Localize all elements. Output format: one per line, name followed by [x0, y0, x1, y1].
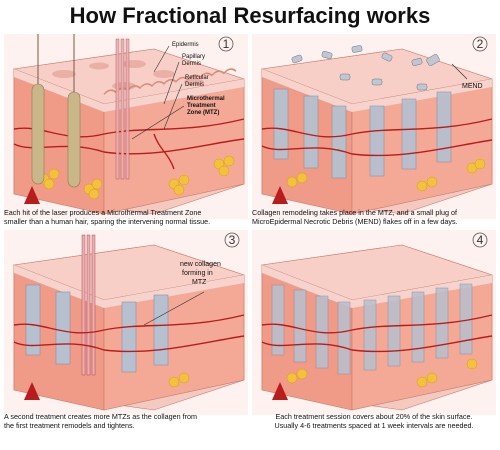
caption-1-line-2: smaller than a human hair, sparing the i… [4, 217, 211, 226]
panel-2: 2 MEND [252, 34, 496, 219]
label-mtz-3: Zone (MTZ) [187, 110, 219, 116]
caption-2-line-2: MicroEpidermal Necrotic Debris (MEND) fl… [252, 217, 458, 226]
caption-4: Each treatment session covers about 20% … [252, 412, 496, 430]
caption-4-line-2: Usually 4-6 treatments spaced at 1 week … [274, 421, 474, 430]
page-title: How Fractional Resurfacing works [69, 3, 431, 28]
panel-number-circle [218, 36, 234, 52]
panel-number: 4 [477, 233, 484, 247]
label-collagen-2: forming in [182, 270, 213, 277]
label-mtz-1: Microthermal [187, 96, 225, 102]
skin-diagram-1: 1 Epidermis Papillary Dermis Reticular D… [4, 34, 248, 219]
panel-4: 4 [252, 230, 496, 415]
panel-number: 1 [223, 37, 230, 51]
label-mtz-2: Treatment [187, 103, 216, 109]
caption-4-line-1: Each treatment session covers about 20% … [275, 412, 473, 421]
caption-2: Collagen remodeling takes place in the M… [252, 208, 496, 226]
label-reticular-2: Dermis [185, 82, 204, 88]
label-collagen-1: new collagen [180, 261, 221, 268]
panel-number-circle [472, 232, 488, 248]
label-papillary-1: Papillary [182, 54, 205, 60]
panel-number: 2 [477, 37, 484, 51]
caption-1-line-1: Each hit of the laser produces a Microth… [4, 208, 202, 217]
label-collagen-3: MTZ [192, 279, 207, 286]
skin-diagram-2: 2 MEND [252, 34, 496, 219]
panel-number: 3 [229, 233, 236, 247]
skin-diagram-3: 3 new collagen forming in MTZ [4, 230, 248, 415]
label-reticular-1: Reticular [185, 75, 209, 81]
skin-diagram-4: 4 [252, 230, 496, 415]
label-epidermis: Epidermis [172, 42, 199, 48]
caption-3-line-2: the first treatment remodels and tighten… [4, 421, 135, 430]
caption-2-line-1: Collagen remodeling takes place in the M… [252, 208, 457, 217]
panel-number-circle [472, 36, 488, 52]
caption-3: A second treatment creates more MTZs as … [4, 412, 248, 430]
panel-number-circle [224, 232, 240, 248]
panel-3: 3 new collagen forming in MTZ [4, 230, 248, 415]
caption-3-line-1: A second treatment creates more MTZs as … [4, 412, 197, 421]
label-mend: MEND [462, 83, 483, 90]
label-papillary-2: Dermis [182, 61, 201, 67]
caption-1: Each hit of the laser produces a Microth… [4, 208, 248, 226]
panel-1: 1 Epidermis Papillary Dermis Reticular D… [4, 34, 248, 219]
